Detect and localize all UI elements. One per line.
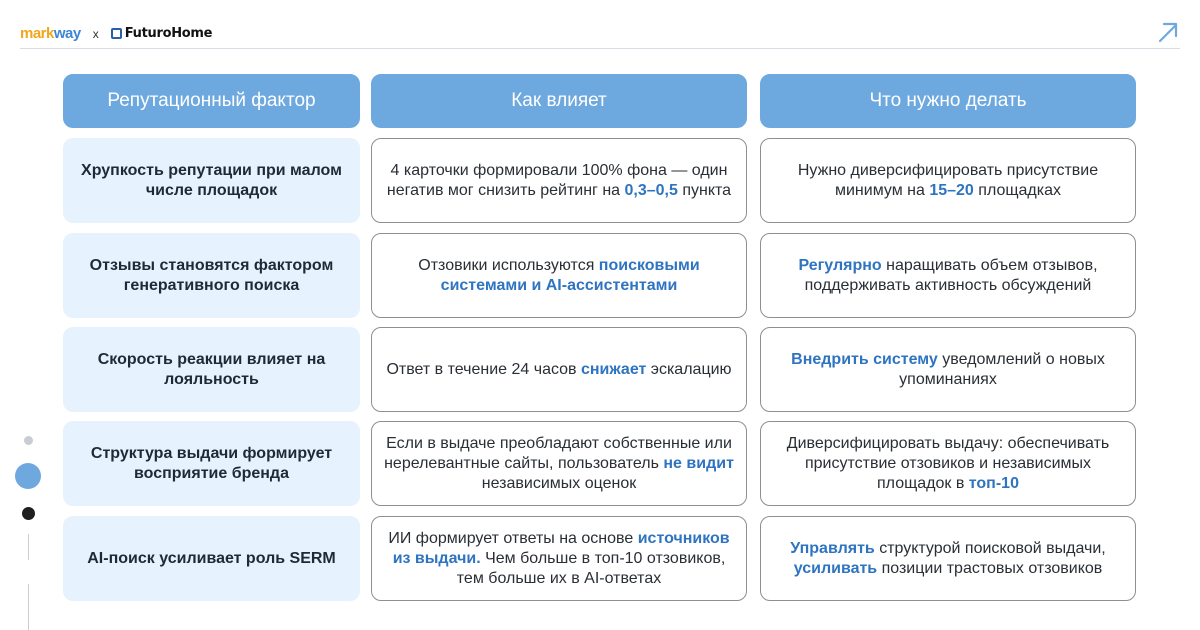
- cell-text: наращивать объем отзывов, поддерживать а…: [804, 256, 1098, 294]
- column-header-action: Что нужно делать: [760, 74, 1136, 128]
- factor-cell: Структура выдачи формирует восприятие бр…: [63, 421, 360, 506]
- cell-text: позиции трастовых отзовиков: [877, 559, 1103, 577]
- cell-text: ИИ формирует ответы на основе: [388, 529, 638, 547]
- action-cell: Управлять структурой поисковой выдачи, у…: [760, 516, 1136, 601]
- factor-label: Хрупкость репутации при малом числе площ…: [81, 161, 342, 199]
- pager-dot[interactable]: [22, 507, 35, 520]
- cell-text: независимых оценок: [481, 474, 637, 492]
- highlight-text: Управлять: [790, 539, 875, 557]
- cell-text: эскалацию: [646, 360, 732, 378]
- cell-text: Чем больше в топ-10 отзовиков, тем больш…: [456, 549, 726, 587]
- cell-text: Ответ в течение 24 часов: [386, 360, 581, 378]
- pager-line: [28, 584, 29, 630]
- cell-text: структурой поисковой выдачи,: [874, 539, 1106, 557]
- factor-cell: Скорость реакции влияет на лояльность: [63, 327, 360, 412]
- pager-dot[interactable]: [24, 436, 33, 445]
- markway-logo: markway: [20, 25, 81, 42]
- cell-text: 4 карточки формировали 100% фона — один …: [386, 161, 728, 199]
- cell-text: Отзовики используются: [418, 256, 599, 274]
- impact-cell: Отзовики используются поисковыми система…: [371, 233, 747, 318]
- highlight-text: Внедрить систему: [791, 350, 938, 368]
- cell-text: площадках: [973, 181, 1061, 199]
- column-header-impact: Как влияет: [371, 74, 747, 128]
- futurohome-icon: [110, 28, 122, 39]
- factor-cell: Хрупкость репутации при малом числе площ…: [63, 138, 360, 223]
- factor-label: Структура выдачи формирует восприятие бр…: [90, 444, 333, 482]
- cell-text: пункта: [677, 181, 732, 199]
- brand-separator: x: [92, 26, 99, 41]
- factor-cell: AI-поиск усиливает роль SERM: [63, 516, 360, 601]
- highlight-text: снижает: [580, 360, 647, 378]
- impact-cell: 4 карточки формировали 100% фона — один …: [371, 138, 747, 223]
- pager-dot-active[interactable]: [15, 463, 41, 489]
- cell-text: Нужно диверсифицировать присутствие мини…: [797, 161, 1099, 199]
- highlight-text: 0,3–0,5: [624, 181, 678, 199]
- factor-cell: Отзывы становятся фактором генеративного…: [63, 233, 360, 318]
- highlight-text: усиливать: [793, 559, 878, 577]
- highlight-text: поисковыми системами и AI-ассистентами: [440, 256, 700, 294]
- impact-cell: Если в выдаче преобладают собственные ил…: [371, 421, 747, 506]
- header-divider: [20, 48, 1180, 49]
- factor-label: Скорость реакции влияет на лояльность: [97, 350, 326, 388]
- cell-text: Если в выдаче преобладают собственные ил…: [384, 434, 732, 472]
- arrow-up-right-icon[interactable]: [1156, 20, 1180, 44]
- cell-text: Диверсифицировать выдачу: обеспечивать п…: [786, 434, 1110, 492]
- action-cell: Внедрить систему уведомлений о новых упо…: [760, 327, 1136, 412]
- action-cell: Регулярно наращивать объем отзывов, подд…: [760, 233, 1136, 318]
- impact-cell: Ответ в течение 24 часов снижает эскалац…: [371, 327, 747, 412]
- action-cell: Нужно диверсифицировать присутствие мини…: [760, 138, 1136, 223]
- brand-logos: markway x FuturoHome: [20, 25, 213, 42]
- highlight-text: 15–20: [929, 181, 974, 199]
- highlight-text: Регулярно: [798, 256, 882, 274]
- highlight-text: не видит: [663, 454, 734, 472]
- column-header-factor: Репутационный фактор: [63, 74, 360, 128]
- impact-cell: ИИ формирует ответы на основе источников…: [371, 516, 747, 601]
- action-cell: Диверсифицировать выдачу: обеспечивать п…: [760, 421, 1136, 506]
- cell-text: уведомлений о новых упоминаниях: [899, 350, 1105, 388]
- factor-label: AI-поиск усиливает роль SERM: [87, 549, 336, 567]
- highlight-text: источников из выдачи.: [392, 529, 730, 567]
- factor-label: Отзывы становятся фактором генеративного…: [89, 256, 334, 294]
- futurohome-logo: FuturoHome: [110, 26, 213, 41]
- pager-line: [28, 534, 29, 560]
- highlight-text: топ-10: [968, 474, 1019, 492]
